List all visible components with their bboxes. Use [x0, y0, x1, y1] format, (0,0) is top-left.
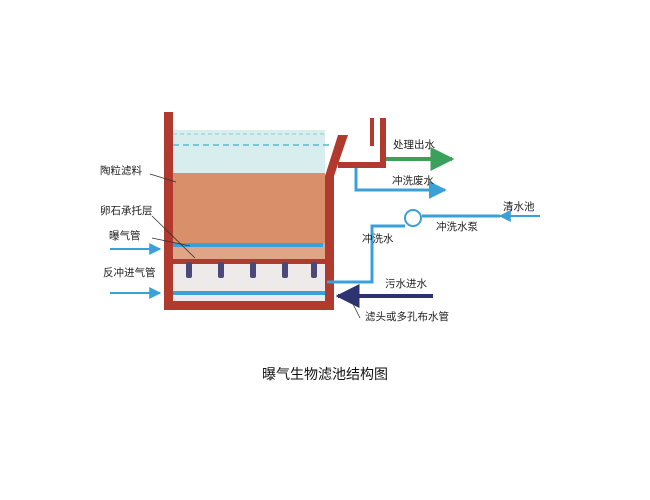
filter-nozzle [311, 262, 317, 278]
aeration-pipe [173, 243, 323, 247]
tank-wall-bottom [164, 301, 334, 310]
water-layer [173, 130, 325, 173]
filter-nozzle [218, 262, 224, 278]
leader-nozzle [349, 297, 361, 319]
label-ceramic-media: 陶粒滤料 [100, 164, 142, 177]
backwash-water-pipe [327, 224, 405, 284]
label-filter-nozzle: 滤头或多孔布水管 [365, 310, 449, 323]
label-aeration-pipe: 曝气管 [109, 229, 141, 242]
outlet-trough-bottom [338, 162, 386, 168]
filter-nozzle [186, 262, 192, 278]
tank-wall-right [325, 176, 334, 310]
outlet-trough-inner [370, 118, 374, 146]
leader-lines [149, 173, 361, 319]
outlet-trough-wall [380, 118, 386, 168]
label-backwash-waste: 冲洗废水 [392, 174, 434, 187]
nozzle-plate [173, 259, 325, 264]
label-backwash-water: 冲洗水 [362, 232, 394, 245]
filter-nozzle [282, 262, 288, 278]
overflow-weir [325, 135, 348, 176]
leader-gravel [151, 215, 196, 259]
leader-ceramic [149, 173, 177, 183]
label-treated-outlet: 处理出水 [393, 138, 435, 151]
label-clear-water-tank: 清水池 [503, 200, 535, 213]
backwash-waste-pipe [354, 168, 447, 199]
tank-wall-left [164, 112, 173, 310]
backwash-pump-icon [404, 209, 422, 227]
leader-aeration [151, 237, 191, 247]
ceramic-media-layer [173, 173, 325, 243]
label-backwash-pump: 冲洗水泵 [436, 220, 478, 233]
label-backwash-air-pipe: 反冲进气管 [103, 266, 156, 279]
label-gravel-support: 卵石承托层 [100, 204, 153, 217]
filter-nozzles [186, 262, 317, 278]
backwash-air-distributor [173, 291, 325, 295]
filter-nozzle [250, 262, 256, 278]
gravel-support-layer [173, 243, 325, 261]
diagram-caption: 曝气生物滤池结构图 [262, 367, 388, 383]
label-sewage-inlet: 污水进水 [385, 278, 427, 290]
